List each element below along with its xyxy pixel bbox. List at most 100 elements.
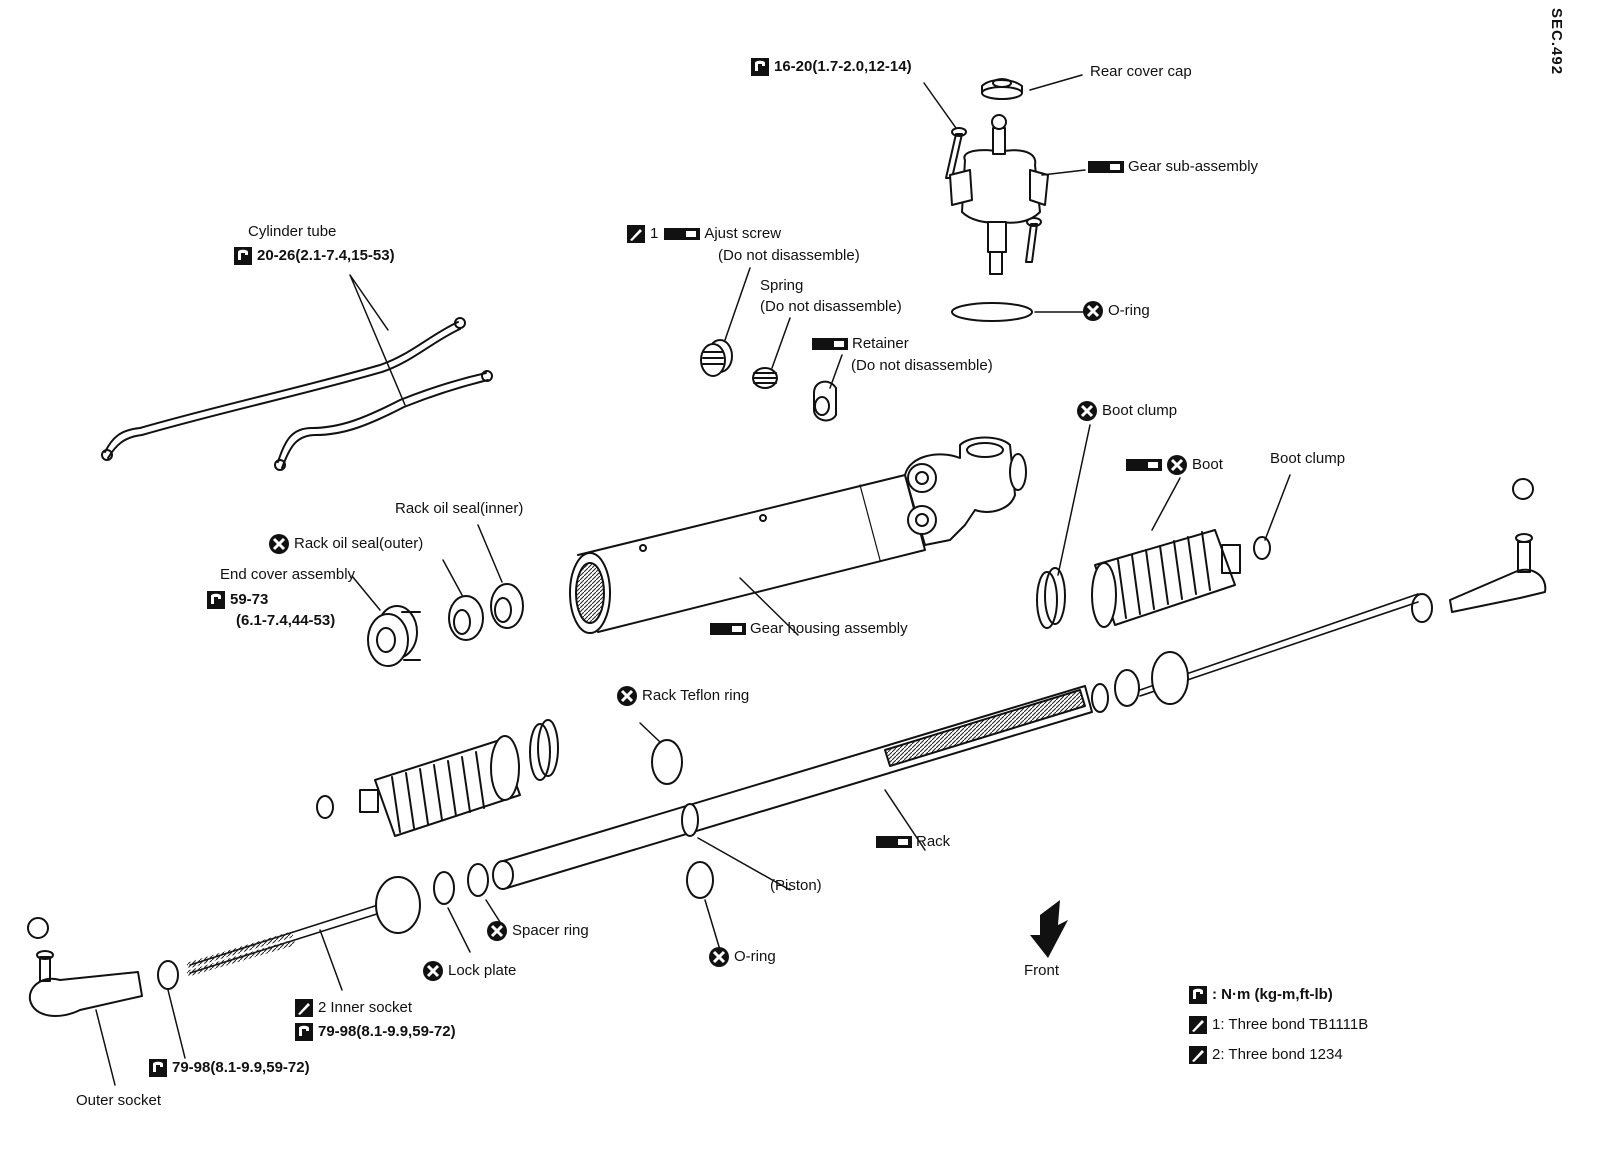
- legend-sealant-2-text: 2: Three bond 1234: [1212, 1046, 1343, 1063]
- replace-x-icon: [1082, 300, 1104, 322]
- boot-clump-small-part: [1253, 536, 1271, 560]
- boot-clump-small-left-part: [316, 795, 334, 819]
- section-code: SEC.492: [1548, 8, 1565, 76]
- outer-socket-right-part: [1411, 478, 1547, 623]
- replace-x-icon: [422, 960, 444, 982]
- replace-x-icon: [268, 533, 290, 555]
- replace-x-icon: [1076, 400, 1098, 422]
- boot-clump-1-group: Boot clump: [1076, 400, 1177, 422]
- legend-torque: : N·m (kg-m,ft-lb): [1188, 985, 1333, 1005]
- replace-x-icon: [708, 946, 730, 968]
- label-rack-oil-seal-inner: Rack oil seal(inner): [395, 500, 524, 517]
- label-o-ring-top: O-ring: [1108, 302, 1150, 319]
- legend-sealant-1: 1: Three bond TB1111B: [1188, 1015, 1368, 1035]
- label-top-torque: 16-20(1.7-2.0,12-14): [774, 58, 912, 75]
- rack-teflon-ring-group: Rack Teflon ring: [616, 685, 749, 707]
- lock-plate-part: [433, 871, 455, 905]
- label-adjust-screw-num: 1: [650, 225, 659, 242]
- o-ring-top: [951, 302, 1033, 322]
- gear-sub-assembly-group: Gear sub-assembly: [1088, 158, 1258, 176]
- end-cover-torque-group: 59-73: [206, 590, 268, 610]
- front-arrow: [1030, 900, 1068, 958]
- label-inner-socket-torque: 79-98(8.1-9.9,59-72): [318, 1023, 456, 1040]
- inner-socket-torque-group: 79-98(8.1-9.9,59-72): [294, 1022, 456, 1042]
- cylinder-tube-upper: [101, 317, 466, 461]
- outer-socket-torque-group: 79-98(8.1-9.9,59-72): [148, 1058, 310, 1078]
- rack-oil-seal-outer-group: Rack oil seal(outer): [268, 533, 423, 555]
- boot-group: Boot: [1126, 454, 1223, 476]
- rack-oil-seal-outer-part: [448, 595, 484, 641]
- torque-wrench-icon: [206, 590, 226, 610]
- top-torque-group: 16-20(1.7-2.0,12-14): [750, 57, 912, 77]
- gear-sub-assembly: [949, 114, 1049, 275]
- rack-oil-seal-inner-part: [490, 583, 524, 629]
- label-gear-housing-assembly: Gear housing assembly: [750, 620, 908, 637]
- label-gear-sub-assembly: Gear sub-assembly: [1128, 158, 1259, 175]
- rack-teflon-ring-part: [651, 739, 683, 785]
- inner-socket-right: [1151, 651, 1189, 705]
- label-spring: Spring: [760, 277, 804, 294]
- label-cylinder-tube: Cylinder tube: [248, 223, 337, 240]
- cylinder-tube-torque-group: 20-26(2.1-7.4,15-53): [233, 246, 395, 266]
- o-ring-bottom-part: [686, 861, 714, 899]
- spring-part: [752, 367, 778, 389]
- part-kit-icon: [710, 622, 746, 636]
- bolt-lower: [1025, 217, 1042, 263]
- outer-socket-left-part: [27, 917, 143, 1017]
- retainer-group: Retainer: [812, 335, 909, 353]
- rear-cover-cap: [981, 78, 1023, 100]
- adjust-screw-group: 1 Ajust screw: [626, 224, 781, 244]
- label-outer-socket: Outer socket: [76, 1092, 162, 1109]
- o-ring-bottom-group: O-ring: [708, 946, 776, 968]
- part-kit-icon: [1088, 160, 1124, 174]
- legend-sealant-1-text: 1: Three bond TB1111B: [1212, 1016, 1369, 1033]
- part-kit-icon: [876, 835, 912, 849]
- sealant-icon: [626, 224, 646, 244]
- label-o-ring-bottom: O-ring: [734, 948, 776, 965]
- label-boot: Boot: [1192, 456, 1223, 473]
- label-inner-socket: Inner socket: [330, 999, 413, 1016]
- adjust-screw-part: [700, 339, 733, 377]
- label-end-cover-assembly: End cover assembly: [220, 566, 356, 583]
- torque-wrench-icon: [750, 57, 770, 77]
- label-rear-cover-cap: Rear cover cap: [1090, 63, 1192, 80]
- label-boot-clump-2: Boot clump: [1270, 450, 1346, 467]
- label-rack-teflon-ring: Rack Teflon ring: [642, 687, 750, 704]
- sealant-icon: [1188, 1015, 1208, 1035]
- label-end-cover-torque-b: (6.1-7.4,44-53): [236, 612, 336, 629]
- torque-wrench-icon: [294, 1022, 314, 1042]
- sealant-icon: [1188, 1045, 1208, 1065]
- spacer-ring-part: [467, 863, 489, 897]
- lock-nut-left: [157, 960, 179, 990]
- spacer-ring-group: Spacer ring: [486, 920, 589, 942]
- legend-sealant-2: 2: Three bond 1234: [1188, 1045, 1343, 1065]
- cylinder-tube-leaders: [349, 274, 406, 406]
- label-retainer-note: (Do not disassemble): [851, 357, 993, 374]
- rack-part: [492, 685, 1093, 890]
- torque-wrench-icon: [233, 246, 253, 266]
- lock-plate-group: Lock plate: [422, 960, 516, 982]
- cylinder-tube-lower: [274, 370, 493, 471]
- label-outer-socket-torque: 79-98(8.1-9.9,59-72): [172, 1059, 310, 1076]
- boot-left-part: [359, 735, 521, 837]
- sealant-icon: [294, 998, 314, 1018]
- replace-x-icon: [616, 685, 638, 707]
- legend-torque-text: : N·m (kg-m,ft-lb): [1212, 986, 1333, 1003]
- label-boot-clump-1: Boot clump: [1102, 402, 1178, 419]
- boot-clump-right-part: [1036, 567, 1066, 629]
- o-ring-top-group: O-ring: [1082, 300, 1150, 322]
- gear-housing-assembly: [569, 436, 1027, 634]
- end-cover-assembly: [367, 605, 421, 667]
- label-spacer-ring: Spacer ring: [512, 922, 589, 939]
- part-kit-icon: [664, 227, 701, 241]
- torque-wrench-icon: [1188, 985, 1208, 1005]
- inner-socket-left: [375, 876, 421, 934]
- inner-socket-group: 2 Inner socket: [294, 998, 412, 1018]
- boot-clump-left-part: [529, 719, 559, 781]
- bolt-top: [945, 127, 967, 179]
- label-end-cover-torque-a: 59-73: [230, 591, 269, 608]
- label-adjust-screw-note: (Do not disassemble): [718, 247, 860, 264]
- label-piston: (Piston): [770, 877, 822, 894]
